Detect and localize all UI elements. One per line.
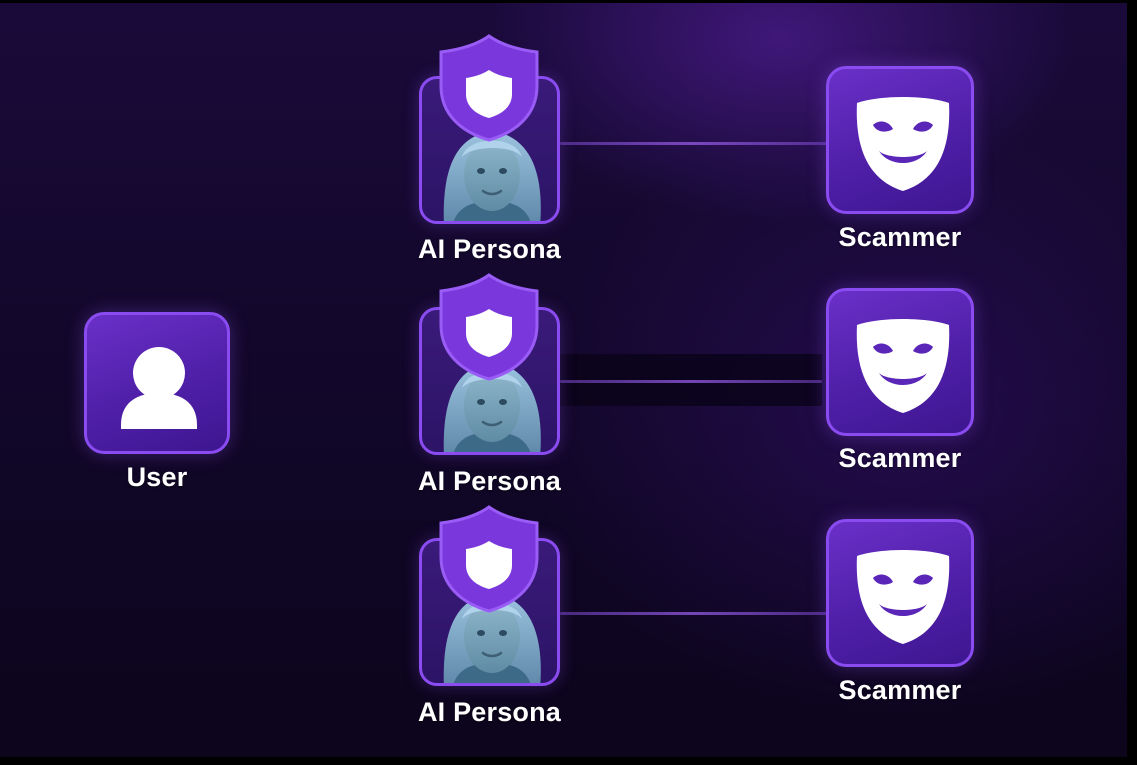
- shield-icon: [439, 273, 539, 381]
- user-silhouette-icon: [121, 347, 197, 429]
- frame-edge: [0, 0, 1137, 3]
- theater-mask-icon: [856, 319, 950, 413]
- scammer-node: [826, 288, 974, 436]
- woman-avatar: [443, 131, 541, 221]
- frame-edge: [0, 757, 1137, 765]
- connector-persona3-scammer3: [560, 612, 828, 615]
- scammer-node: [826, 66, 974, 214]
- ai-persona-label: AI Persona: [417, 234, 562, 264]
- woman-avatar: [443, 593, 541, 683]
- scammer-label: Scammer: [838, 222, 962, 252]
- scammer-label: Scammer: [838, 675, 962, 705]
- theater-mask-icon: [856, 550, 950, 644]
- scammer-label: Scammer: [838, 443, 962, 473]
- shield-icon: [439, 505, 539, 613]
- theater-mask-icon: [856, 97, 950, 191]
- scammer-node: [826, 519, 974, 667]
- frame-edge: [1127, 0, 1137, 765]
- user-label: User: [126, 462, 188, 492]
- connector-persona2-scammer2: [560, 380, 822, 383]
- user-node: [84, 312, 230, 454]
- ai-persona-label: AI Persona: [417, 697, 562, 727]
- ai-persona-label: AI Persona: [417, 466, 562, 496]
- woman-avatar: [443, 362, 541, 452]
- shield-icon: [439, 34, 539, 142]
- connector-persona1-scammer1: [560, 142, 828, 145]
